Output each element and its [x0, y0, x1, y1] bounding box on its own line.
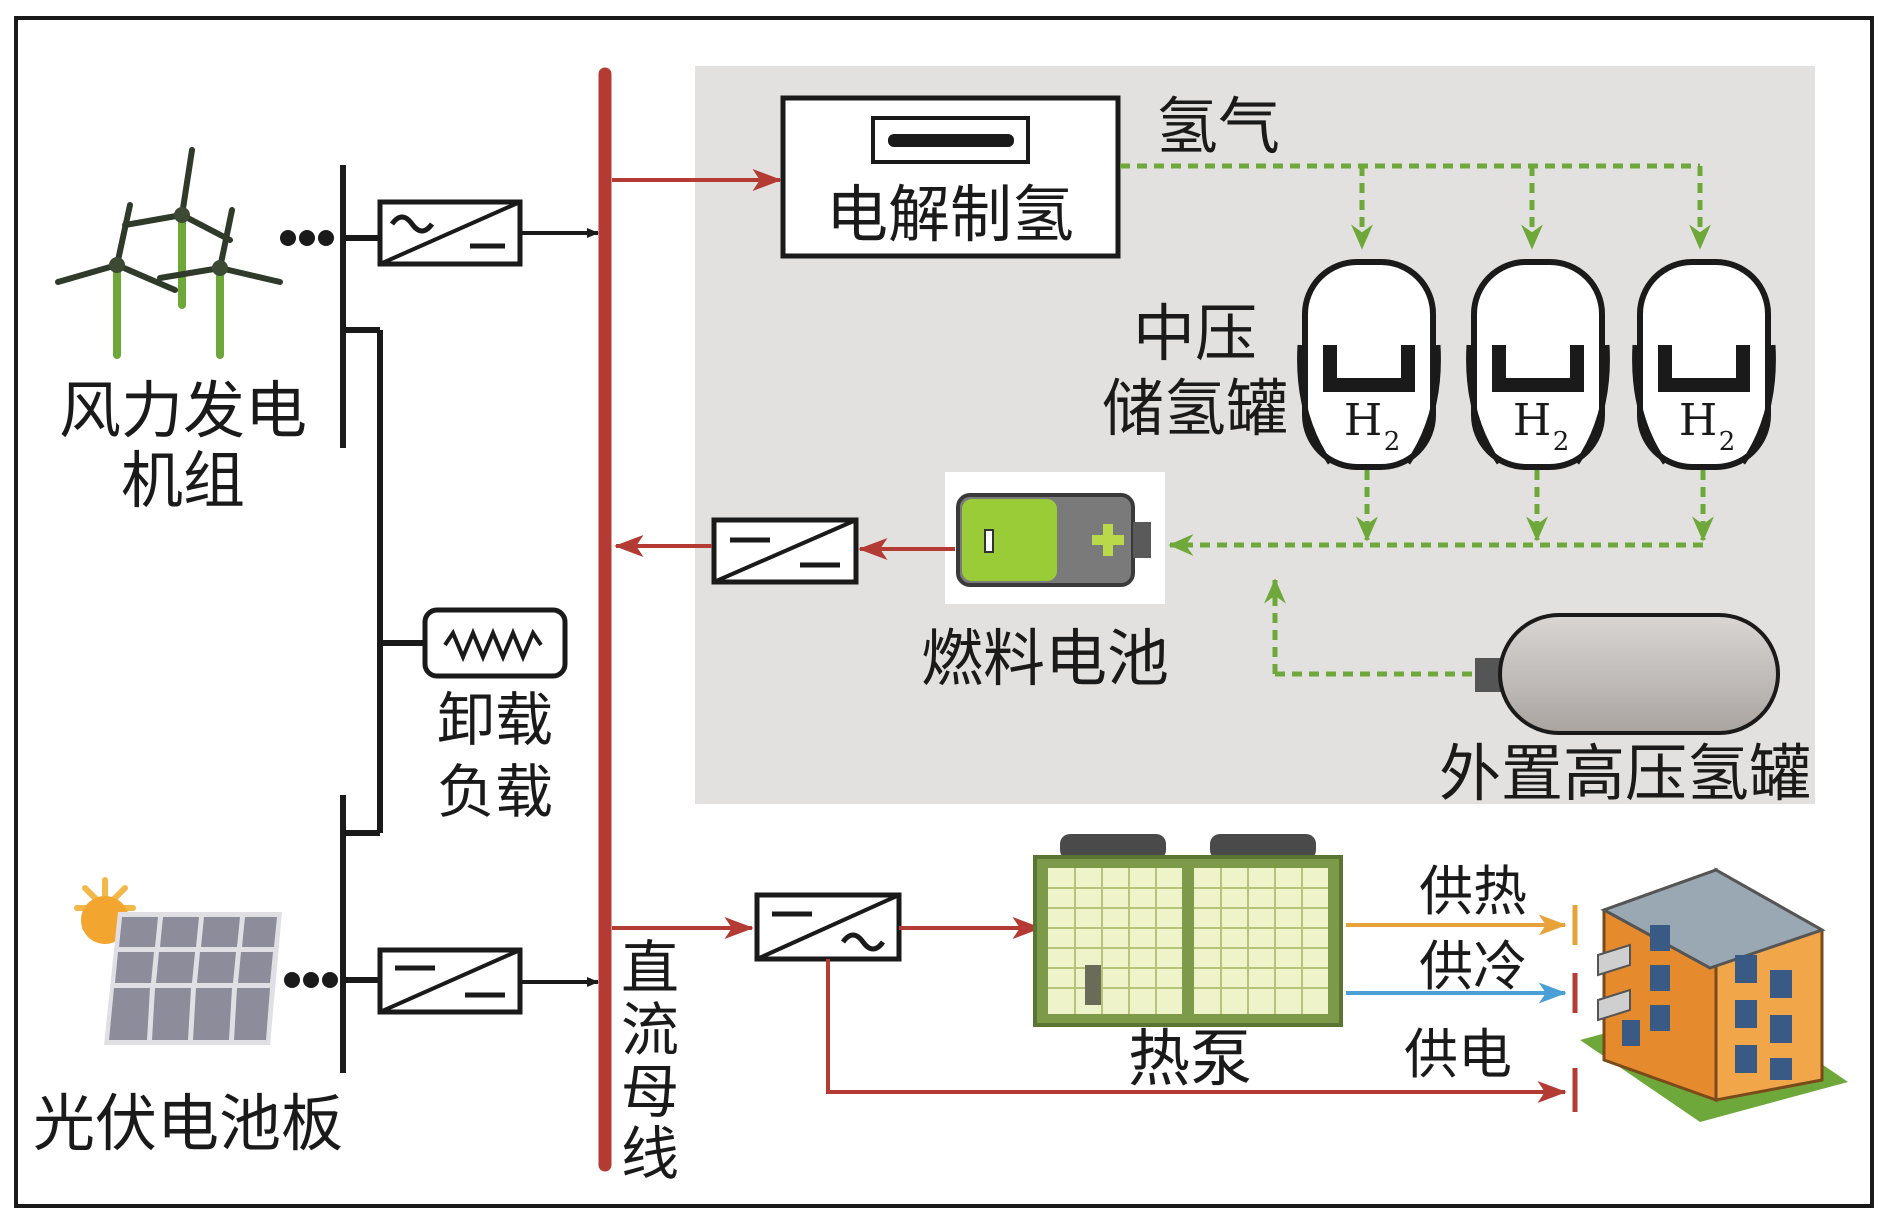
wind-dots: [280, 230, 334, 246]
tank-mark-sub: 2: [1719, 427, 1736, 457]
mp-storage-label-line2: 储氢罐: [1102, 372, 1288, 445]
fuel-cell-battery-icon: [945, 472, 1165, 604]
cool-supply-label: 供冷: [1419, 935, 1527, 998]
pv-dots: [284, 972, 338, 988]
fuel-cell-converter-icon: [711, 517, 859, 585]
solar-panel-icon: [74, 877, 282, 1045]
electrolyzer-icon: [780, 95, 1121, 259]
building-icon: [1580, 867, 1848, 1122]
dc-bus-label-4: 线: [621, 1120, 679, 1188]
left-wiring: [340, 165, 425, 1073]
tank-mark: H: [1679, 395, 1717, 446]
wind-turbine-icon: [55, 147, 283, 359]
dc-bus-label-2: 流: [621, 996, 679, 1064]
wind-label-line2: 机组: [121, 444, 245, 517]
hydrogen-return-lines: [1168, 470, 1714, 677]
hp-tank-label: 外置高压氢罐: [1439, 737, 1811, 810]
dc-bus-label-3: 母: [621, 1058, 679, 1126]
power-supply-line: [826, 959, 1567, 1103]
hydrogen-gas-label: 氢气: [1156, 90, 1280, 163]
hydrogen-cylinder-icon: [1475, 613, 1780, 735]
hydrogen-supply-lines: [1120, 163, 1711, 250]
sun-icon: [74, 877, 136, 944]
dump-load-label-line1: 卸载: [437, 686, 553, 754]
hydrogen-tank-icon: H 2: [1297, 259, 1441, 470]
pv-label: 光伏电池板: [33, 1087, 343, 1160]
dc-bus-label-1: 直: [621, 934, 679, 1002]
tank-mark-sub: 2: [1384, 427, 1401, 457]
mp-storage-label-line1: 中压: [1133, 297, 1257, 370]
tank-mark: H: [1344, 395, 1382, 446]
resistor-icon: [422, 607, 568, 679]
power-supply-label: 供电: [1404, 1023, 1512, 1086]
hydrogen-tank-icon: H 2: [1632, 259, 1776, 470]
inverter-converter-icon: [754, 892, 902, 962]
heat-pump-icon: [1033, 834, 1343, 1027]
fuel-cell-label: 燃料电池: [921, 622, 1169, 695]
electrolyzer-label: 电解制氢: [826, 178, 1074, 251]
tank-mark: H: [1513, 395, 1551, 446]
hydrogen-tank-icon: H 2: [1466, 259, 1610, 470]
pv-converter-icon: [377, 947, 523, 1015]
wind-converter-icon: [377, 199, 523, 267]
dump-load-label-line2: 负载: [437, 758, 553, 826]
wind-label-line1: 风力发电: [59, 374, 307, 447]
heat-pump-label: 热泵: [1128, 1022, 1252, 1095]
tank-mark-sub: 2: [1553, 427, 1570, 457]
heat-supply-label: 供热: [1419, 860, 1527, 923]
